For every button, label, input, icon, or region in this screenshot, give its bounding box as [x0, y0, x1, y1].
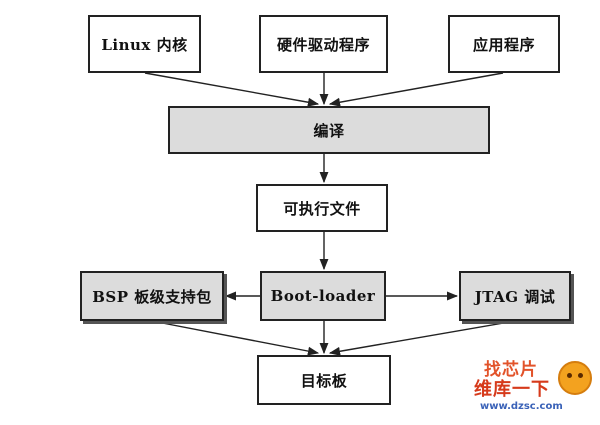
node-target-board: 目标板 [257, 355, 391, 405]
watermark-top-text: 找芯片 [484, 360, 538, 380]
node-bsp: BSP 板级支持包 [80, 271, 224, 321]
node-label: 可执行文件 [283, 199, 361, 218]
arrow-bsp-to-target [151, 320, 320, 356]
watermark-url: www.dzsc.com [480, 401, 563, 412]
node-linux-kernel: Linux 内核 [88, 15, 201, 73]
watermark-logo: 找芯片 维库一下 www.dzsc.com [474, 353, 594, 421]
node-label: JTAG 调试 [474, 287, 556, 306]
node-jtag: JTAG 调试 [459, 271, 571, 321]
arrow-jtag-to-target [328, 320, 516, 356]
arrow-app-to-compile [328, 72, 504, 107]
node-application: 应用程序 [448, 15, 560, 73]
node-compile: 编译 [168, 106, 490, 154]
node-label: Boot-loader [270, 287, 376, 305]
node-label: 硬件驱动程序 [276, 35, 370, 54]
node-bootloader: Boot-loader [260, 271, 386, 321]
node-label: BSP 板级支持包 [92, 287, 212, 306]
watermark-mid-text: 维库一下 [474, 379, 550, 400]
node-hardware-driver: 硬件驱动程序 [259, 15, 388, 73]
node-label: Linux 内核 [101, 35, 188, 54]
arrow-linux-to-compile [144, 72, 320, 107]
node-label: 编译 [313, 121, 345, 140]
node-label: 应用程序 [472, 35, 535, 54]
node-label: 目标板 [300, 371, 348, 390]
mascot-icon [558, 361, 592, 395]
node-executable: 可执行文件 [256, 184, 388, 232]
